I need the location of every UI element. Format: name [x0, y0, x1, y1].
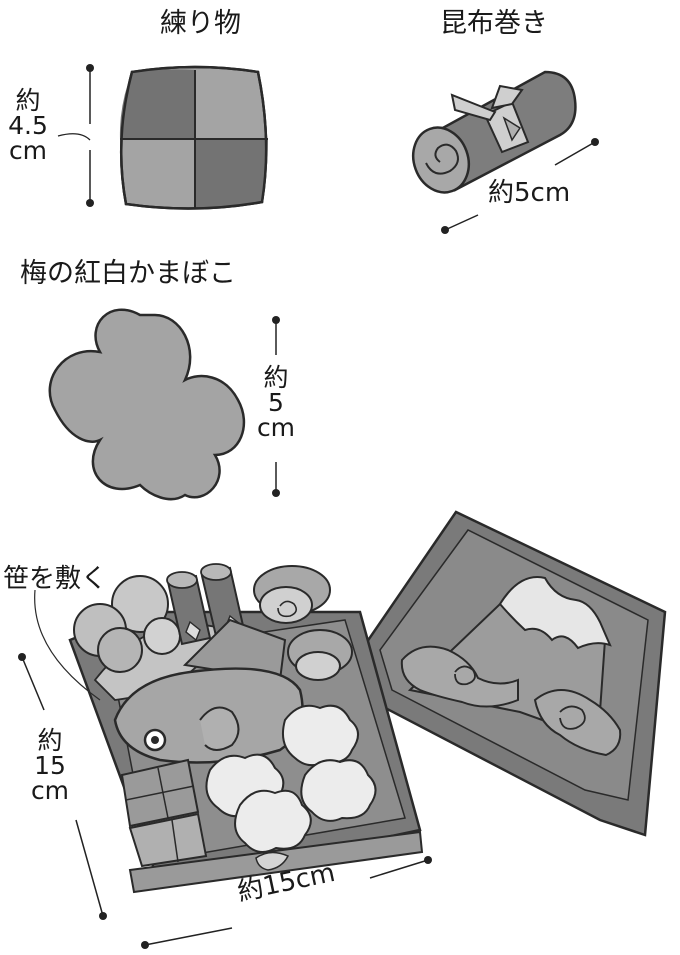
neri-mono-illustration: [57, 64, 268, 210]
kobu-title: 昆布巻き: [440, 8, 548, 39]
neri-title: 練り物: [160, 8, 241, 39]
jubako-box-illustration: [18, 510, 667, 949]
jubako-depth-line3: cm: [30, 776, 70, 805]
neri-size-label: 約 4.5 cm: [4, 88, 52, 163]
sasa-note: 笹を敷く: [3, 564, 108, 594]
kobu-maki-illustration: [411, 70, 599, 234]
jubako-depth-label: 約 15 cm: [28, 728, 72, 803]
neri-size-line1: 約: [15, 86, 41, 115]
ume-size-line2: 5: [268, 388, 284, 417]
ume-size-line1: 約: [263, 363, 289, 392]
ume-kamaboko-illustration: [48, 308, 280, 501]
ume-size-label: 約 5 cm: [254, 365, 298, 440]
jubako-depth-line1: 約: [37, 726, 63, 755]
ume-title: 梅の紅白かまぼこ: [20, 258, 236, 289]
ume-size-line3: cm: [256, 413, 296, 442]
kobu-size-label: 約5cm: [488, 178, 571, 208]
neri-size-line3: cm: [8, 136, 48, 165]
neri-size-line2: 4.5: [8, 111, 48, 140]
jubako-depth-line2: 15: [34, 751, 66, 780]
